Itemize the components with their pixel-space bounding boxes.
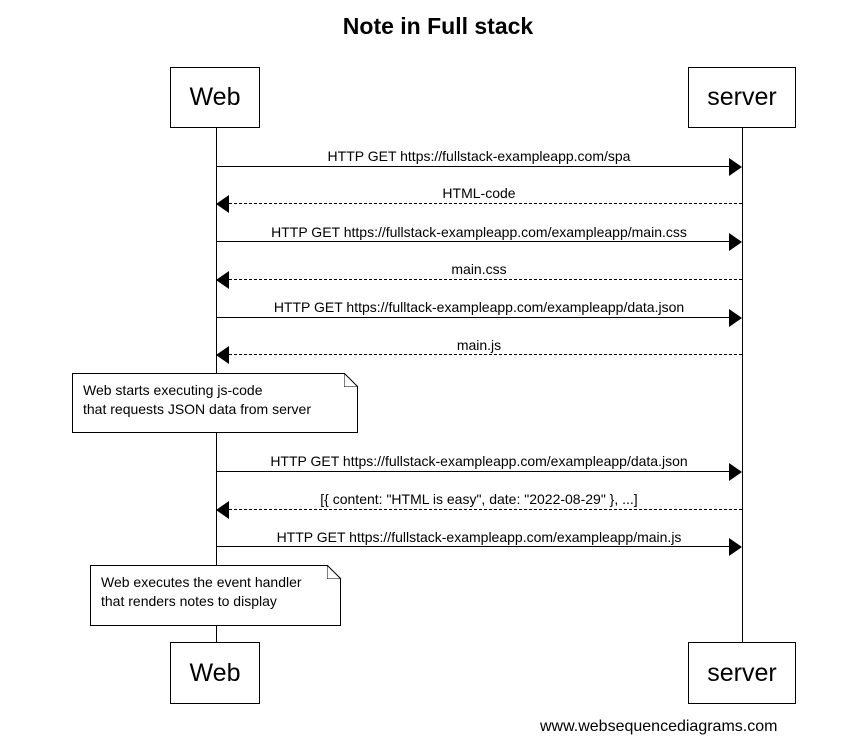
note-line: that renders notes to display xyxy=(101,593,277,609)
message-label: main.css xyxy=(451,261,507,277)
response-arrow xyxy=(216,345,742,365)
actor-server-top-label: server xyxy=(707,83,777,111)
note-line: Web starts executing js-code xyxy=(83,382,263,398)
message-label: [{ content: "HTML is easy", date: "2022-… xyxy=(320,491,638,507)
actor-web-bottom-label: Web xyxy=(189,658,241,687)
message-label: HTTP GET https://fullstack-exampleapp.co… xyxy=(270,453,688,469)
arrowhead-left-icon xyxy=(216,346,229,364)
message-label: HTTP GET https://fullstack-exampleapp.co… xyxy=(271,224,687,240)
arrowhead-left-icon xyxy=(216,195,229,213)
arrowhead-right-icon xyxy=(729,158,742,176)
message-label: HTTP GET https://fullstack-exampleapp.co… xyxy=(276,529,682,545)
response-arrow xyxy=(216,500,742,520)
arrowhead-right-icon xyxy=(729,233,742,251)
arrowhead-right-icon xyxy=(729,538,742,556)
diagram-title: Note in Full stack xyxy=(342,13,534,39)
server-lifeline xyxy=(742,128,743,642)
note-line: Web executes the event handler xyxy=(101,574,302,590)
note-line: that requests JSON data from server xyxy=(83,401,311,417)
arrowhead-left-icon xyxy=(216,271,229,289)
message-label: HTML-code xyxy=(442,185,516,201)
note-fold-icon xyxy=(327,565,341,579)
note-js-execution: Web starts executing js-code that reques… xyxy=(72,373,358,433)
message-label: HTTP GET https://fullstack-exampleapp.co… xyxy=(327,148,631,164)
arrowhead-left-icon xyxy=(216,501,229,519)
message-label: HTTP GET https://fulltack-exampleapp.com… xyxy=(273,299,685,315)
message-arrow xyxy=(216,157,742,177)
actor-web-top-label: Web xyxy=(189,83,241,111)
message-arrow xyxy=(216,232,742,252)
message-arrow xyxy=(216,537,742,557)
note-event-handler: Web executes the event handler that rend… xyxy=(90,565,341,626)
arrowhead-right-icon xyxy=(729,309,742,327)
watermark: www.websequencediagrams.com xyxy=(540,718,778,735)
actor-web-top: Web xyxy=(170,67,260,128)
message-arrow xyxy=(216,308,742,328)
actor-server-top: server xyxy=(688,67,796,128)
response-arrow xyxy=(216,270,742,290)
note-fold-icon xyxy=(344,373,358,387)
actor-server-bottom-label: server xyxy=(707,658,777,687)
arrowhead-right-icon xyxy=(729,463,742,481)
response-arrow xyxy=(216,194,742,214)
message-arrow xyxy=(216,462,742,482)
message-label: main.js xyxy=(456,337,502,353)
actor-web-bottom: Web xyxy=(170,642,260,704)
actor-server-bottom: server xyxy=(688,642,796,704)
